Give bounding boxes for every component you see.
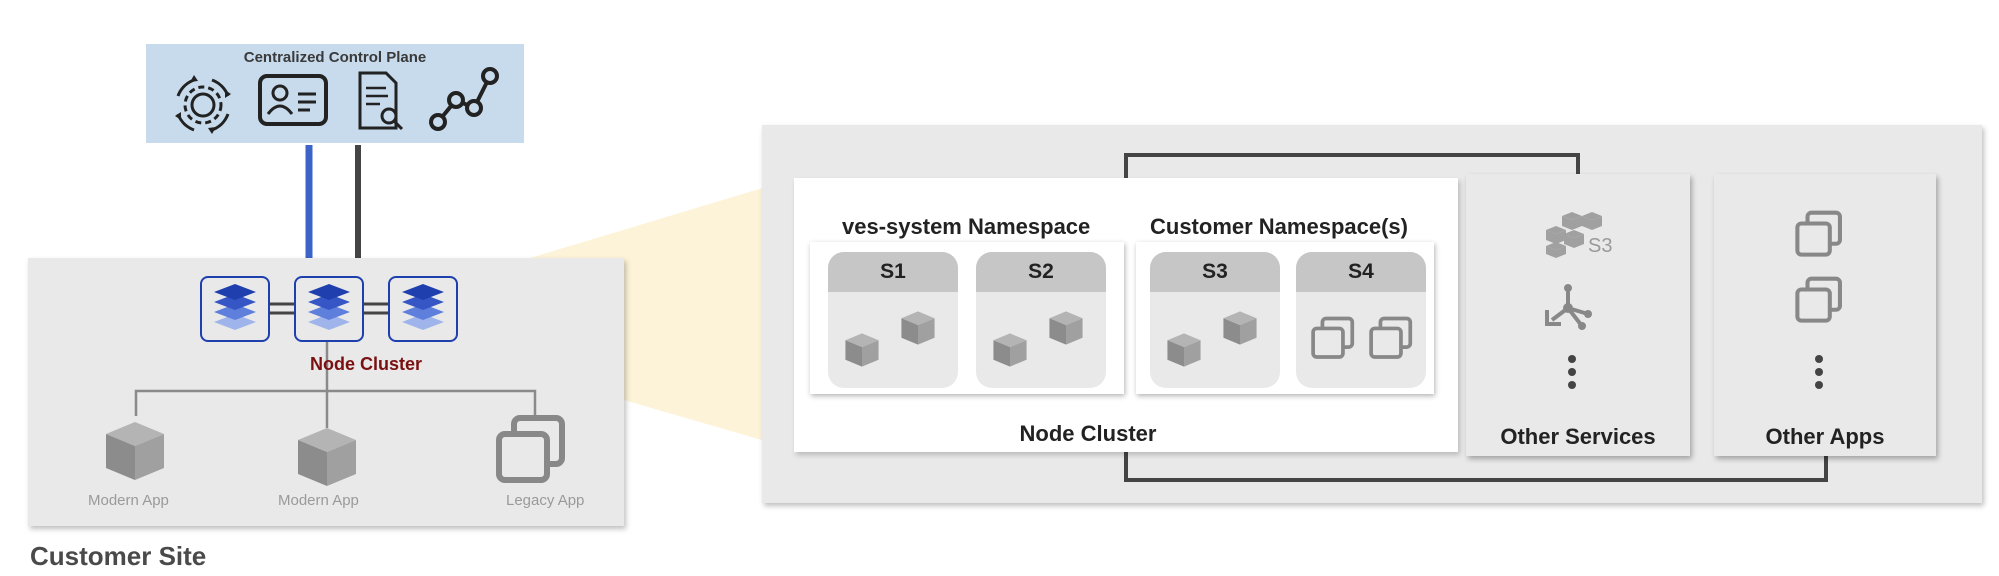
service-label: S4 [1296, 252, 1426, 292]
node-icon-2 [294, 276, 364, 342]
control-plane-title: Centralized Control Plane [243, 49, 427, 66]
more-dots-icon [1815, 355, 1823, 389]
cube-icon [845, 333, 879, 367]
detail-node-cluster-label: Node Cluster [1019, 421, 1157, 446]
windows-stack-icon [1795, 210, 1842, 257]
stack-layers-icon [402, 284, 444, 330]
node-icon-1 [200, 276, 270, 342]
service-label: S3 [1150, 252, 1280, 292]
service-card: S1 [828, 252, 958, 388]
windows-stack-icon [1369, 316, 1413, 359]
service-card: S4 [1296, 252, 1426, 388]
s3-text: S3 [1588, 235, 1612, 257]
stack-layers-icon [308, 284, 350, 330]
network-hub-icon [1545, 284, 1592, 330]
service-card: S2 [976, 252, 1106, 388]
cube-icon [1167, 333, 1201, 367]
customer-namespace-title: Customer Namespace(s) [1150, 214, 1408, 239]
cube-icon [106, 422, 164, 480]
cube-icon [1049, 311, 1083, 345]
other-apps-label: Other Apps [1765, 424, 1885, 449]
windows-stack-icon [1795, 276, 1842, 323]
s3-bucket-icon: S3 [1546, 212, 1612, 258]
windows-stack-icon [1311, 316, 1355, 359]
more-dots-icon [1568, 355, 1576, 389]
service-card: S3 [1150, 252, 1280, 388]
cube-icon [901, 311, 935, 345]
control-plane-box: Centralized Control Plane [146, 44, 524, 143]
service-label: S1 [828, 252, 958, 292]
id-card-icon [258, 74, 328, 126]
site-node-cluster-label: Node Cluster [310, 354, 423, 374]
site-app-label: Legacy App [506, 492, 585, 509]
cube-icon [298, 428, 356, 486]
other-services-label: Other Services [1500, 424, 1656, 449]
node-icon-3 [388, 276, 458, 342]
graph-nodes-icon [429, 67, 499, 131]
cube-icon [993, 333, 1027, 367]
customer-site-label: Customer Site [30, 541, 207, 571]
windows-stack-icon [496, 415, 565, 483]
site-app-label: Modern App [278, 492, 359, 509]
document-search-icon [358, 71, 404, 131]
service-label: S2 [976, 252, 1106, 292]
stack-layers-icon [214, 284, 256, 330]
gear-cycle-icon [175, 75, 231, 134]
ves-namespace-title: ves-system Namespace [842, 214, 1091, 239]
cube-icon [1223, 311, 1257, 345]
site-app-label: Modern App [88, 492, 169, 509]
